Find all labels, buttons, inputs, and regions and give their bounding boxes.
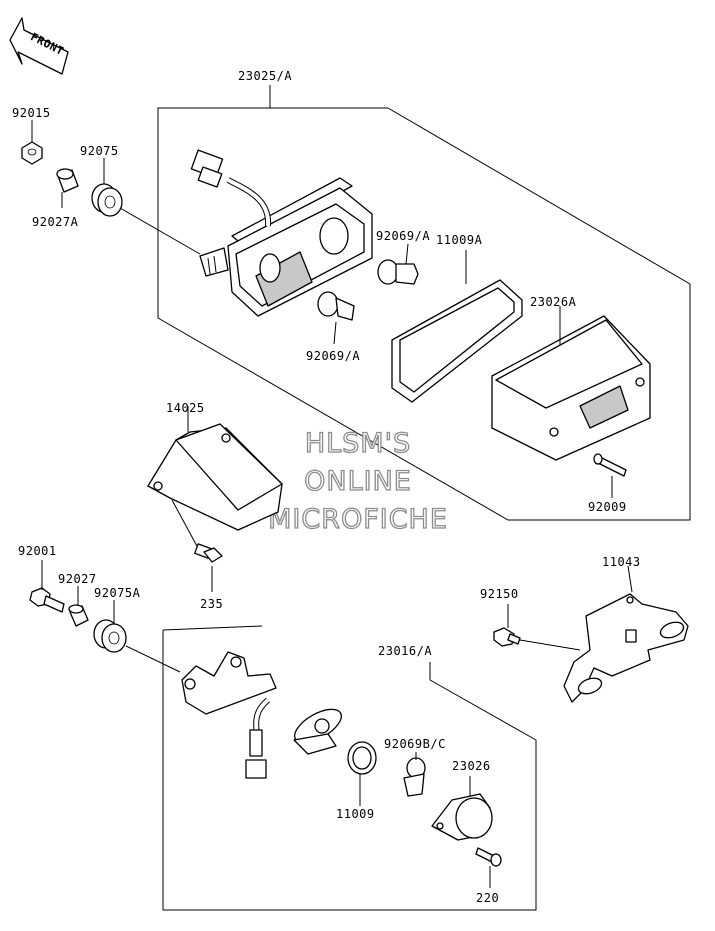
part-23026-lens (431, 776, 493, 841)
label-23016A: 23016/A (378, 644, 432, 658)
kit-outline-23025A (157, 107, 691, 521)
part-92150-bolt (493, 604, 581, 651)
label-92075: 92075 (80, 144, 119, 158)
watermark: HLSM'S ONLINE MICROFICHE (267, 427, 448, 535)
part-23026A-lens (491, 306, 651, 461)
part-220-screw (475, 847, 502, 888)
part-11043-bracket (563, 565, 689, 703)
part-23016A-socket-assembly (181, 651, 342, 779)
label-235: 235 (200, 597, 223, 611)
part-23025-tail-lamp-housing (190, 149, 373, 317)
label-92069BC: 92069B/C (384, 737, 446, 751)
label-11009: 11009 (336, 807, 375, 821)
part-92027-collar (68, 586, 89, 627)
part-92075-grommet (91, 158, 201, 255)
label-23025A: 23025/A (238, 69, 292, 83)
watermark-line1: HLSM'S (305, 428, 411, 459)
part-92069A-bulb-top (377, 243, 419, 285)
label-92027: 92027 (58, 572, 97, 586)
label-11009A: 11009A (436, 233, 483, 247)
part-11009-gasket (347, 741, 377, 806)
part-92009-screw (593, 453, 627, 498)
label-92001: 92001 (18, 544, 57, 558)
label-92069A-top: 92069/A (376, 229, 430, 243)
label-220: 220 (476, 891, 499, 905)
watermark-line3: MICROFICHE (268, 504, 448, 535)
label-92069A-bottom: 92069/A (306, 349, 360, 363)
label-92027A: 92027A (32, 215, 79, 229)
part-92075A-grommet (93, 600, 181, 673)
part-92015-nut (21, 120, 43, 165)
label-92075A: 92075A (94, 586, 141, 600)
label-92150: 92150 (480, 587, 519, 601)
part-14025-lamp-cover (147, 406, 283, 549)
kit-outline-23016A (162, 630, 537, 911)
front-arrow-icon: FRONT (9, 17, 69, 75)
part-92027A-collar (56, 168, 79, 208)
label-14025: 14025 (166, 401, 205, 415)
part-92069BC-bulb (403, 752, 426, 797)
label-23026: 23026 (452, 759, 491, 773)
part-235-screw (194, 543, 223, 592)
part-92069A-bulb-bottom (317, 291, 355, 345)
label-92015: 92015 (12, 106, 51, 120)
label-92009: 92009 (588, 500, 627, 514)
label-23026A: 23026A (530, 295, 577, 309)
part-11009A-gasket (391, 250, 523, 403)
label-11043: 11043 (602, 555, 641, 569)
part-92001-bolt (29, 560, 65, 613)
watermark-line2: ONLINE (304, 466, 412, 497)
